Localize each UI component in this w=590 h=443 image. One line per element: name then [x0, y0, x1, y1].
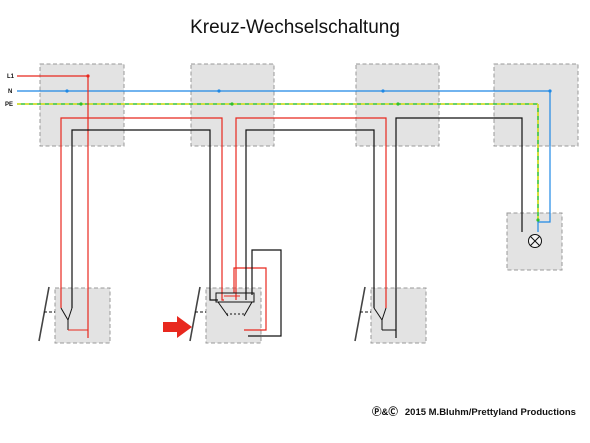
switch-box-1 — [54, 287, 111, 344]
switch-box-2 — [205, 287, 262, 344]
wire-traveller-red-1 — [60, 117, 224, 308]
wire-n-to-lamp — [537, 91, 551, 232]
lamp-icon — [528, 234, 542, 248]
wire-traveller-black-2 — [245, 129, 375, 308]
terminal-pe-1 — [79, 102, 83, 106]
wire-cross-loop-red — [233, 267, 267, 331]
wire-traveller-black-1 — [71, 129, 218, 308]
label-pe: PE — [5, 102, 13, 108]
terminal-n-3 — [381, 89, 385, 93]
label-n: N — [8, 89, 12, 95]
label-l1: L1 — [7, 74, 15, 80]
switch-symbol-2 — [189, 286, 255, 342]
footer-symbols: Ⓟ&Ⓒ — [372, 406, 398, 418]
terminal-pe-3 — [396, 102, 400, 106]
wire-switched-to-lamp — [395, 117, 523, 338]
switch-box-3 — [370, 287, 427, 344]
switch-symbol-1 — [38, 286, 88, 342]
terminal-n-1 — [65, 89, 69, 93]
diagram-title: Kreuz-Wechselschaltung — [190, 17, 400, 38]
junction-box-4 — [493, 63, 579, 147]
arrow-right-icon — [163, 316, 192, 338]
footer-copyright: Ⓟ&Ⓒ 2015 M.Bluhm/Prettyland Productions — [372, 402, 576, 419]
footer-credit: 2015 M.Bluhm/Prettyland Productions — [405, 407, 576, 418]
switch-symbol-3 — [354, 286, 396, 342]
terminal-n-2 — [217, 89, 221, 93]
terminal-pe-lamp — [536, 218, 540, 222]
wire-traveller-red-2 — [235, 117, 387, 308]
wire-cross-loop-black — [248, 249, 282, 337]
terminal-pe-2 — [230, 102, 234, 106]
